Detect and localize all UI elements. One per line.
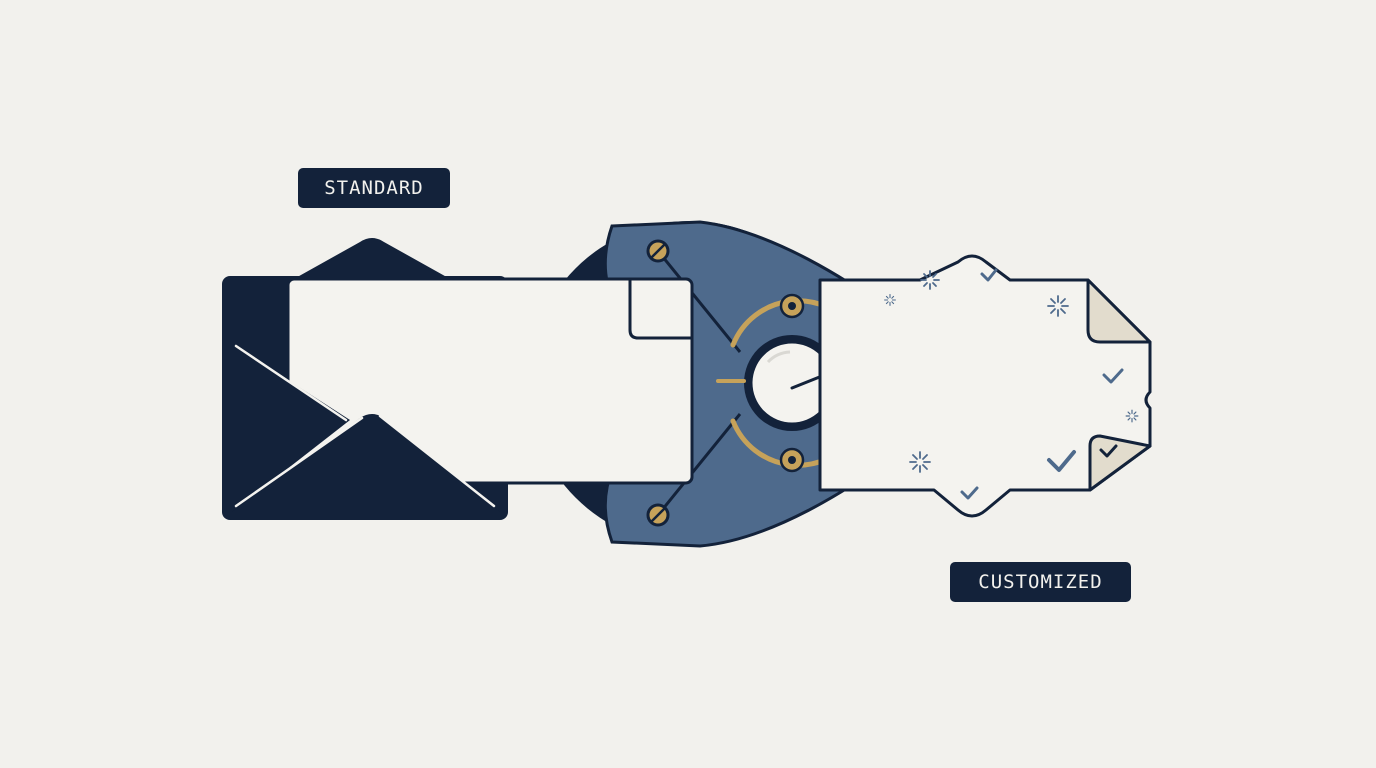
sparkle-icon (920, 270, 940, 290)
bolt-icon (646, 239, 670, 263)
customized-document (818, 254, 1152, 518)
dial-icon (744, 335, 840, 431)
gear-icon (779, 447, 805, 473)
sparkle-icon (1125, 409, 1139, 423)
document-outline (818, 254, 1152, 518)
checkmark-icon (1099, 444, 1118, 458)
sparkle-icon (884, 294, 896, 306)
sparkle-icon (1047, 295, 1069, 317)
envelope-icon (222, 238, 694, 520)
customized-label: CUSTOMIZED (950, 562, 1131, 602)
envelope-flap (292, 238, 452, 280)
checkmark-icon (980, 268, 998, 282)
checkmark-icon (960, 486, 979, 500)
bolt-icon (646, 503, 670, 527)
checkmark-icon (1047, 450, 1076, 472)
checkmark-icon (1102, 368, 1124, 384)
sparkle-icon (909, 451, 931, 473)
gear-icon (779, 293, 805, 319)
standard-label: STANDARD (298, 168, 450, 208)
folded-corner (1086, 278, 1152, 344)
folded-corner (1088, 434, 1152, 492)
